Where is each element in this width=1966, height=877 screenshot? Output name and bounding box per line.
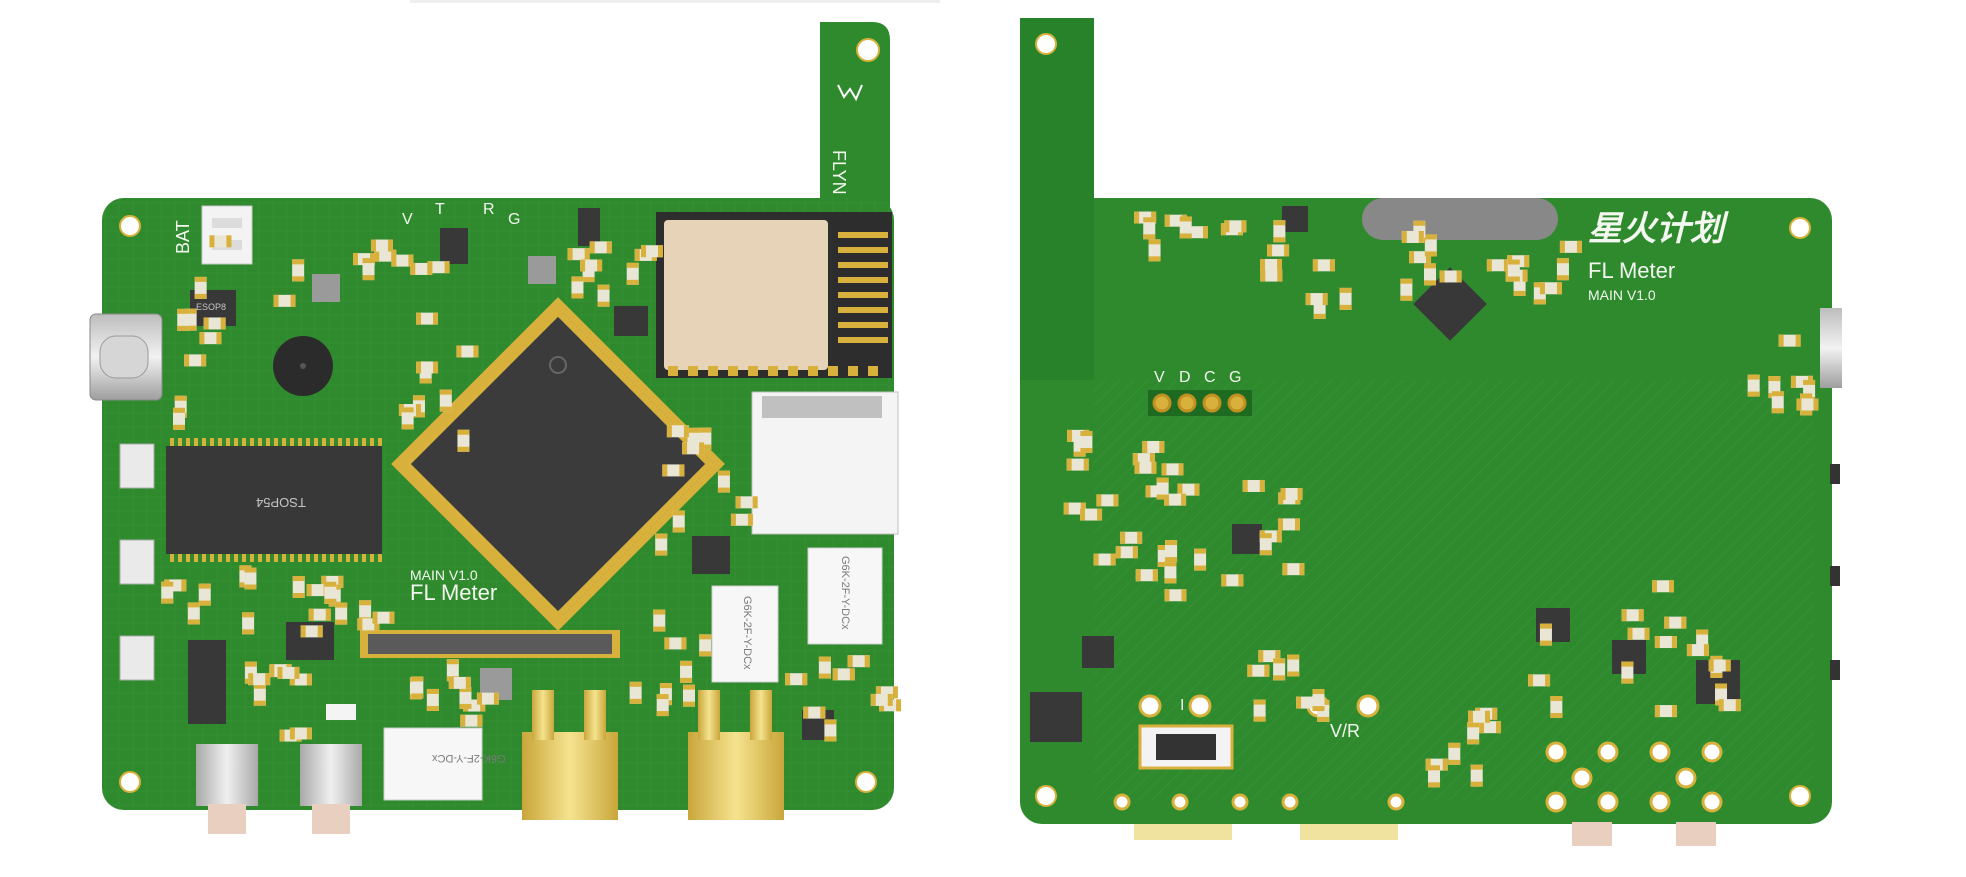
uart-pin-t: T — [435, 201, 445, 218]
side-button — [119, 539, 155, 585]
mcu-chip — [391, 297, 725, 631]
probe-label-i: I — [1180, 697, 1185, 714]
top-board-rev: MAIN V1.0 — [410, 567, 478, 583]
board-slot — [1362, 198, 1558, 240]
antenna-logo-icon — [837, 84, 863, 102]
top-shadow-strip — [410, 0, 940, 3]
uart-pin-r: R — [483, 201, 495, 218]
esop8-label: ESOP8 — [196, 302, 227, 312]
bnc-connector — [300, 744, 362, 806]
bottom-board-rev: MAIN V1.0 — [1588, 287, 1656, 303]
logo-text: 星火计划 — [1588, 210, 1724, 248]
top-board-title: FL Meter — [410, 580, 498, 605]
antenna-brand: FLYN — [829, 150, 849, 195]
debug-pin-g: G — [1229, 369, 1242, 386]
relay-label: G6K-2F-Y-DCx — [839, 556, 851, 630]
tsop54-memory-chip — [166, 446, 382, 554]
antenna-tab — [820, 22, 890, 210]
probe-label-vr: V/R — [1330, 721, 1361, 741]
debug-pin-d: D — [1179, 369, 1191, 386]
uart-pin-v: V — [402, 211, 413, 228]
uart-pin-g: G — [508, 211, 521, 228]
relay-module — [807, 547, 883, 645]
debug-pin-v: V — [1154, 369, 1165, 386]
bottom-side-board — [1020, 18, 1842, 846]
relay-module — [383, 727, 483, 801]
side-button — [119, 443, 155, 489]
antenna-keepout — [1020, 18, 1094, 380]
side-button — [119, 635, 155, 681]
tsop54-label: TSOP54 — [256, 495, 306, 510]
top-side-board — [89, 22, 902, 834]
relay-label: G6K-2F-Y-DCx — [432, 752, 506, 764]
bottom-board-title: FL Meter — [1588, 258, 1676, 283]
battery-connector — [201, 205, 253, 265]
relay-label: G6K-2F-Y-DCx — [741, 596, 753, 670]
sma-connector — [522, 732, 618, 820]
sma-connector — [688, 732, 784, 820]
relay-module — [711, 585, 779, 683]
mounting-hole — [856, 38, 880, 62]
debug-pin-c: C — [1204, 369, 1216, 386]
bnc-connector — [196, 744, 258, 806]
battery-label: BAT — [173, 220, 193, 254]
